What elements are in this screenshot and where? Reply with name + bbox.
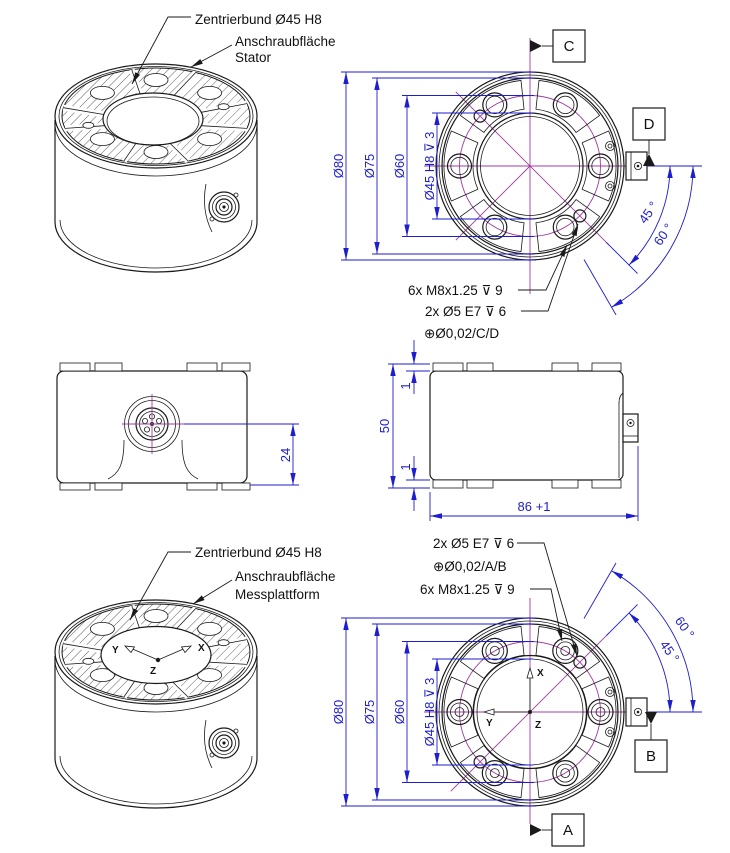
dim-dia75-bottom: Ø75 <box>362 700 377 725</box>
platform-top <box>100 625 212 685</box>
datum-d: D <box>632 107 666 166</box>
label-anschraub-line2-top: Stator <box>235 50 272 65</box>
note-threads-bottom: 6x M8x1.25 ⊽ 9 <box>420 582 515 597</box>
dims-top-view: Ø80 Ø75 Ø60 Ø45 H8 ⊽ 3 <box>331 71 536 261</box>
note-threads-top: 6x M8x1.25 ⊽ 9 <box>408 283 503 298</box>
m8-holes-bottom <box>446 637 614 787</box>
dim-24: 24 <box>184 423 299 486</box>
stator-bore <box>102 92 204 146</box>
datum-c: C <box>530 29 586 63</box>
dim-dia75-top: Ø75 <box>362 154 377 179</box>
angle-60-top: 60 ° <box>650 221 676 249</box>
label-zentrierbund-platform: Zentrierbund Ø45 H8 <box>195 545 322 560</box>
dim-1-top-label: 1 <box>398 382 413 389</box>
flange-tabs-side <box>432 362 622 489</box>
leader-zentrierbund-top <box>131 16 191 85</box>
notes-bottom-view: 2x Ø5 E7 ⊽ 6 ⊕Ø0,02/A/B 6x M8x1.25 ⊽ 9 <box>420 536 578 657</box>
axis-x-label: X <box>537 668 544 679</box>
datum-c-label: C <box>564 38 575 55</box>
datum-a-label: A <box>563 822 573 839</box>
leader-anschraub-top <box>190 44 233 68</box>
top-view-stator-face: Ø80 Ø75 Ø60 Ø45 H8 ⊽ 3 45 ° 60 ° C D <box>331 29 702 341</box>
dim-86-label: 86 +1 <box>518 499 551 514</box>
label-anschraub-line1-bottom: Anschraubfläche <box>235 569 336 584</box>
angle-45-top: 45 ° <box>635 199 661 227</box>
leader-anschraub-bottom <box>192 579 233 605</box>
dim-86: 86 +1 <box>429 446 639 521</box>
dim-dia60-top: Ø60 <box>392 154 407 179</box>
side-view-dimensioned: 50 1 1 86 +1 <box>377 340 639 521</box>
dim-24-label: 24 <box>278 448 293 462</box>
angle-60-bottom: 60 ° <box>672 614 698 642</box>
note-position-top: ⊕Ø0,02/C/D <box>424 326 499 341</box>
iso-axes: X Y Z <box>112 643 205 677</box>
notes-top-view: 6x M8x1.25 ⊽ 9 2x Ø5 E7 ⊽ 6 ⊕Ø0,02/C/D <box>408 223 579 341</box>
dim-1-bottom-label: 1 <box>398 463 413 470</box>
dowel-pin-holes-top <box>473 109 587 223</box>
datum-b-label: B <box>646 748 656 765</box>
iso-view-stator: Zentrierbund Ø45 H8 Anschraubfläche Stat… <box>55 12 336 272</box>
side-view-front: 24 <box>56 362 299 491</box>
axis-z-label: Z <box>535 720 541 731</box>
leader-zentrierbund-bottom <box>129 551 191 621</box>
iso-axis-x: X <box>198 643 205 654</box>
dim-dia80-top: Ø80 <box>331 154 346 179</box>
dim-dia80-bottom: Ø80 <box>331 700 346 725</box>
dim-50: 50 <box>377 363 430 489</box>
dim-dia45-top: Ø45 H8 ⊽ 3 <box>422 132 437 201</box>
note-pins-top: 2x Ø5 E7 ⊽ 6 <box>425 304 506 319</box>
note-position-bottom: ⊕Ø0,02/A/B <box>433 559 507 574</box>
side-connector-stub <box>622 413 639 443</box>
dim-50-label: 50 <box>377 419 392 433</box>
bottom-view-platform-face: X Y Z Ø80 Ø75 Ø60 Ø45 H8 ⊽ 3 45 ° <box>331 536 702 847</box>
label-zentrierbund-stator: Zentrierbund Ø45 H8 <box>195 12 322 27</box>
axes-bottom-view: X Y Z <box>482 666 544 731</box>
angle-dims-bottom: 45 ° 60 ° <box>583 562 702 713</box>
datum-b: B <box>634 712 668 773</box>
dowel-pin-holes-bottom <box>473 655 587 769</box>
angle-dims-top: 45 ° 60 ° <box>583 165 702 316</box>
iso-axis-z: Z <box>150 666 156 677</box>
datum-a: A <box>530 813 585 847</box>
iso-view-platform: X Y Z Zentrierbund Ø45 H8 Anschraubfläch… <box>55 545 336 808</box>
label-anschraub-line2-bottom: Messplattform <box>235 587 320 602</box>
dim-1-bottom: 1 <box>398 456 430 511</box>
dims-bottom-view: Ø80 Ø75 Ø60 Ø45 H8 ⊽ 3 <box>331 617 536 807</box>
note-pins-bottom: 2x Ø5 E7 ⊽ 6 <box>433 536 514 551</box>
datum-d-label: D <box>644 116 655 133</box>
dim-1-top: 1 <box>398 340 430 394</box>
iso-axis-y: Y <box>112 645 119 656</box>
dim-dia60-bottom: Ø60 <box>392 700 407 725</box>
flange-tabs-front <box>59 362 251 491</box>
label-anschraub-line1-top: Anschraubfläche <box>235 34 336 49</box>
axis-y-label: Y <box>486 718 493 729</box>
dim-dia45-bottom: Ø45 H8 ⊽ 3 <box>422 678 437 747</box>
